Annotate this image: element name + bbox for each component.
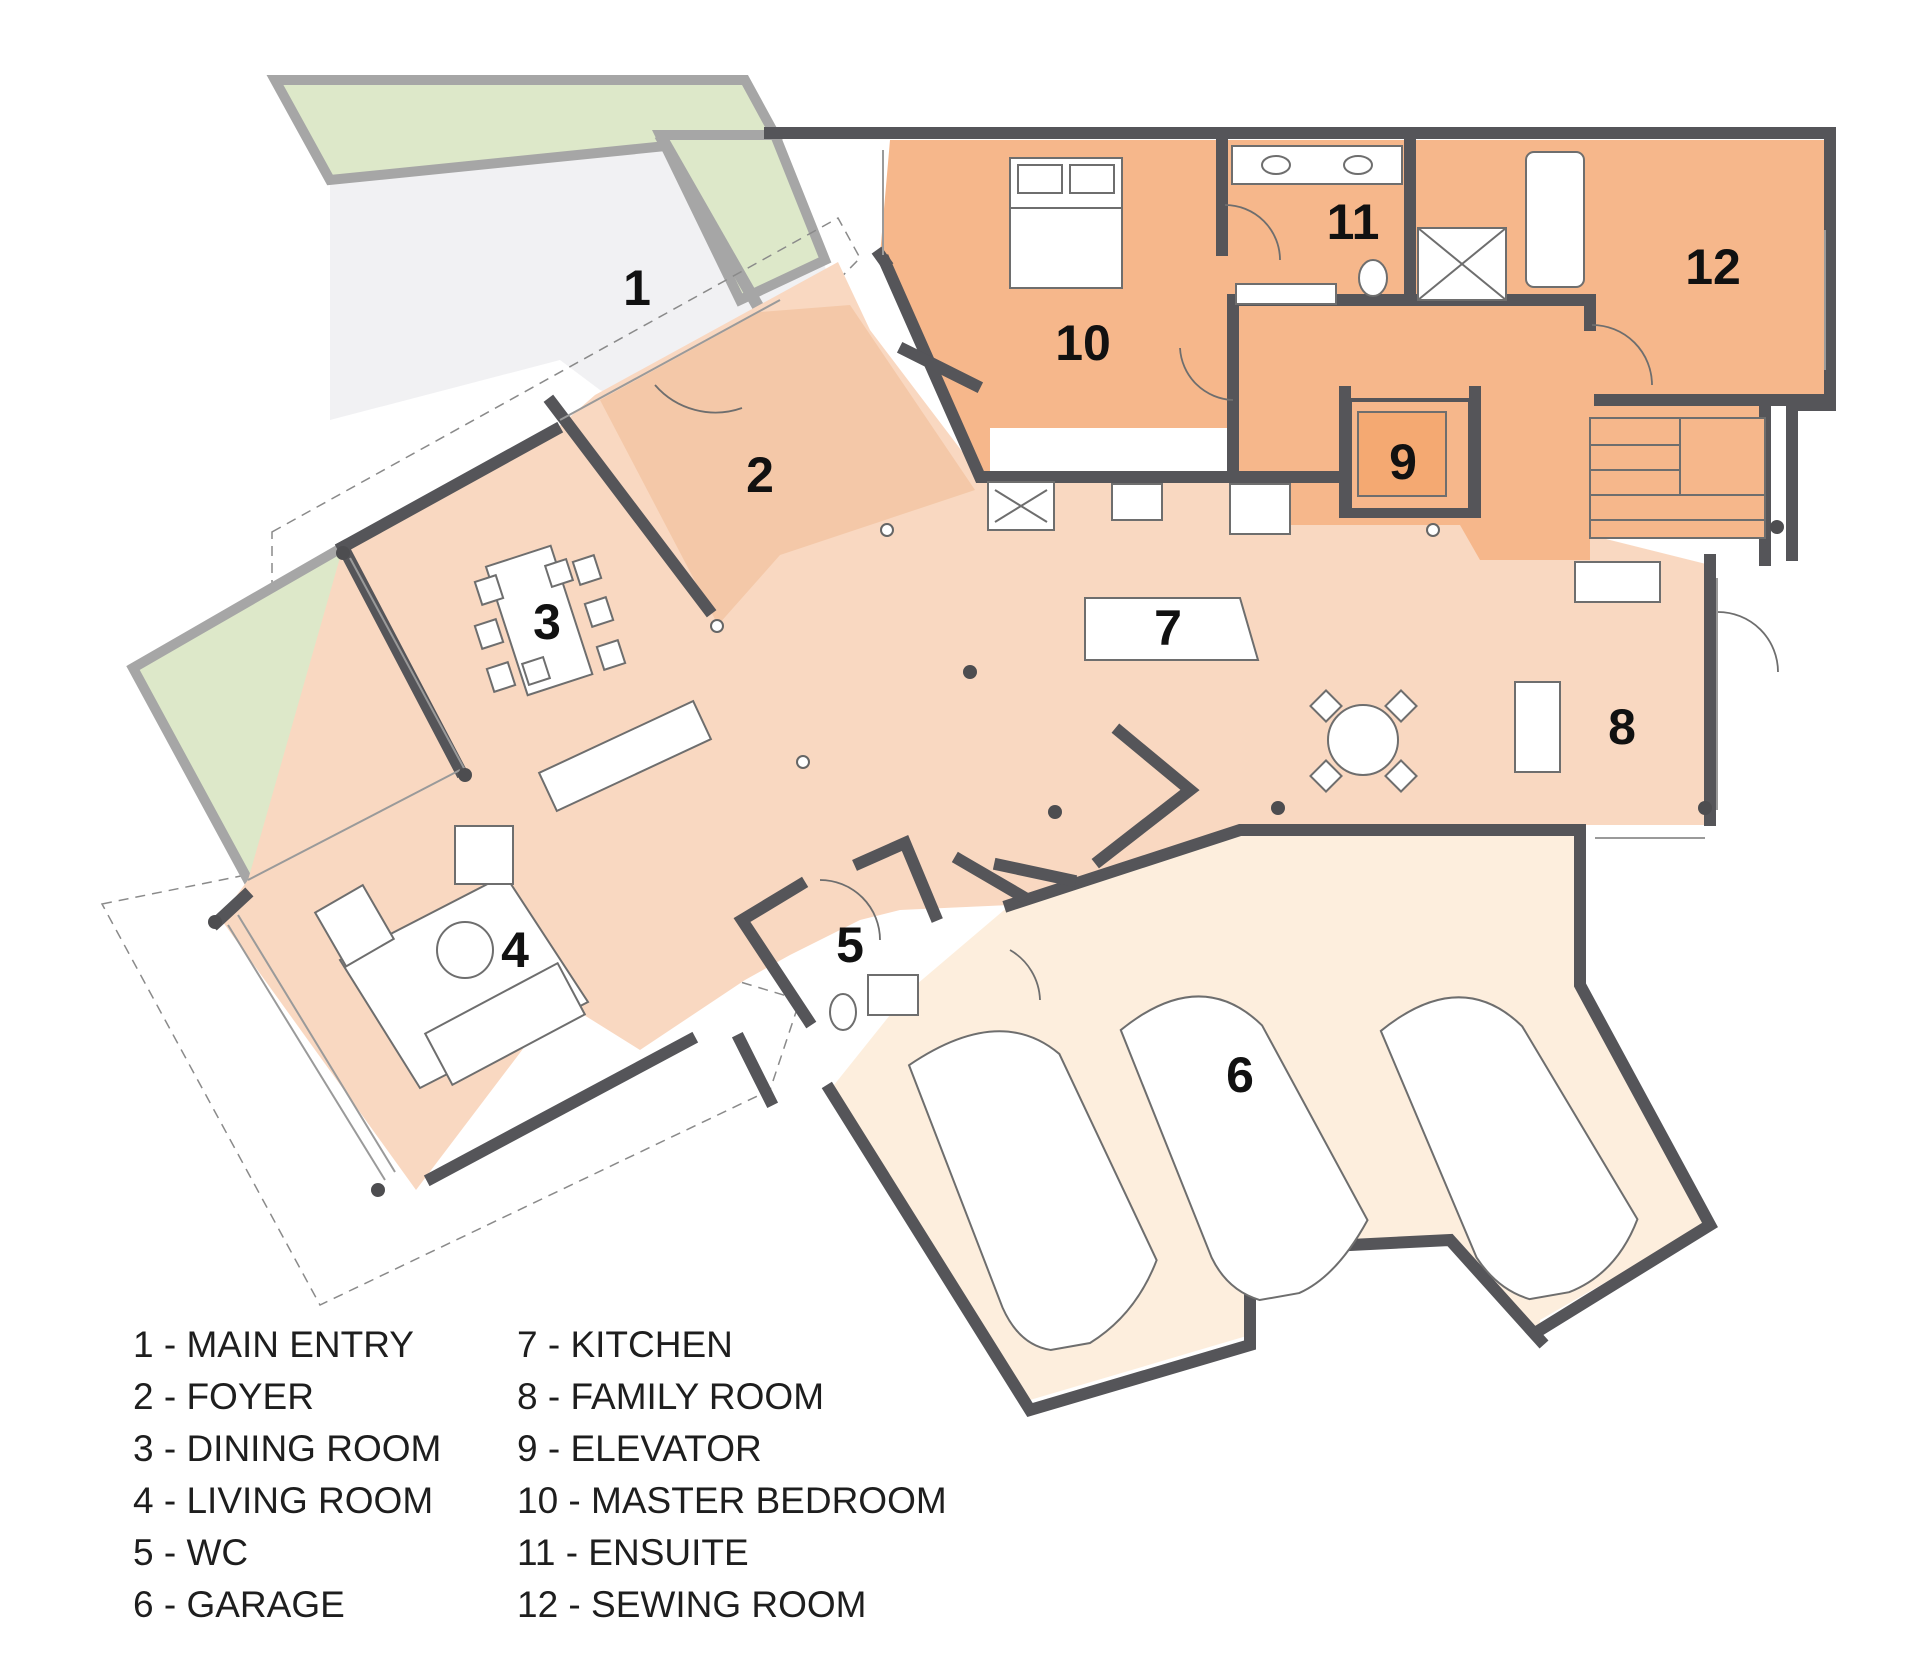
elevator-car (1348, 398, 1472, 512)
room-number-11: 11 (1327, 194, 1380, 250)
room-number-6: 6 (1226, 1047, 1254, 1103)
columns (208, 520, 1784, 1197)
garage-cars (907, 995, 1639, 1351)
legend-item: 9 - ELEVATOR (517, 1428, 762, 1469)
foyer-floor (600, 305, 975, 625)
room-number-1: 1 (623, 260, 651, 316)
walls (208, 127, 1836, 1418)
legend-item: 7 - KITCHEN (517, 1324, 733, 1365)
room-number-10: 10 (1055, 315, 1111, 371)
legend-item: 11 - ENSUITE (517, 1532, 749, 1573)
room-number-4: 4 (501, 922, 529, 978)
kitchen-fixtures (987, 481, 1291, 661)
legend-item: 2 - FOYER (133, 1376, 314, 1417)
room-number-12: 12 (1685, 239, 1741, 295)
stairs (1589, 417, 1766, 539)
room-number-2: 2 (746, 447, 774, 503)
room-labels: 1 2 3 4 5 6 7 8 9 10 11 12 (501, 194, 1741, 1103)
legend-item: 4 - LIVING ROOM (133, 1480, 433, 1521)
legend-item: 6 - GARAGE (133, 1584, 345, 1625)
master-bedroom-bath-strip (990, 428, 1230, 473)
room-number-8: 8 (1608, 699, 1636, 755)
room-number-7: 7 (1154, 600, 1182, 656)
family-room-furniture (1309, 561, 1661, 793)
legend-item: 3 - DINING ROOM (133, 1428, 441, 1469)
room-number-5: 5 (836, 917, 864, 973)
legend-column-right: 7 - KITCHEN 8 - FAMILY ROOM 9 - ELEVATOR… (517, 1324, 947, 1625)
windows (227, 150, 1826, 1181)
ensuite-fixtures (1231, 145, 1585, 305)
legend-item: 1 - MAIN ENTRY (133, 1324, 414, 1365)
door-swings (654, 204, 1779, 1001)
legend-item: 8 - FAMILY ROOM (517, 1376, 824, 1417)
room-number-3: 3 (533, 594, 561, 650)
dining-table-set (473, 544, 627, 697)
entry-planter-right (652, 130, 832, 307)
legend-item: 10 - MASTER BEDROOM (517, 1480, 947, 1521)
room-number-9: 9 (1389, 434, 1417, 490)
kitchen-island-west (537, 699, 713, 813)
legend-column-left: 1 - MAIN ENTRY 2 - FOYER 3 - DINING ROOM… (133, 1324, 441, 1625)
wc-fixtures (829, 974, 919, 1031)
master-bed (1009, 157, 1123, 289)
legend-item: 12 - SEWING ROOM (517, 1584, 866, 1625)
legend: 1 - MAIN ENTRY 2 - FOYER 3 - DINING ROOM… (133, 1324, 947, 1625)
legend-item: 5 - WC (133, 1532, 248, 1573)
living-room-furniture (313, 825, 590, 1090)
